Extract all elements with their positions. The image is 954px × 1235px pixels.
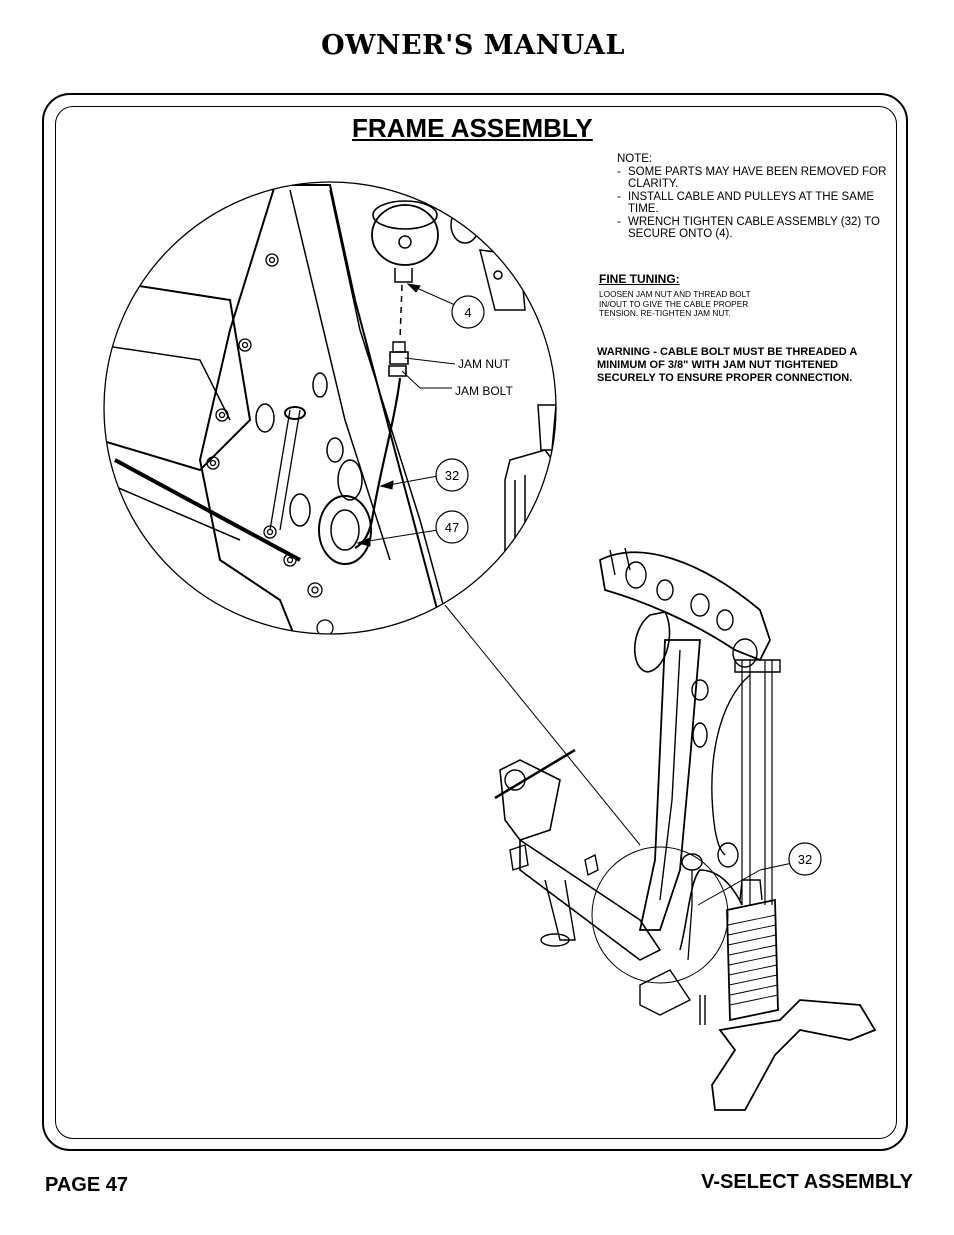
callout-47: 47 (445, 520, 459, 535)
note-block: NOTE: -SOME PARTS MAY HAVE BEEN REMOVED … (617, 153, 887, 241)
callout-32-detail: 32 (445, 468, 459, 483)
note-item: -WRENCH TIGHTEN CABLE ASSEMBLY (32) TO S… (617, 216, 887, 241)
note-heading: NOTE: (617, 153, 653, 165)
outer-border (42, 93, 908, 1151)
detail-source-circle (591, 846, 729, 984)
callout-bubbles (435, 295, 822, 876)
note-item: -SOME PARTS MAY HAVE BEEN REMOVED FOR CL… (617, 165, 887, 191)
note-item-text: SOME PARTS MAY HAVE BEEN REMOVED FOR CLA… (628, 165, 887, 191)
callout-32-main: 32 (798, 852, 812, 867)
note-item-text: WRENCH TIGHTEN CABLE ASSEMBLY (32) TO SE… (628, 215, 881, 241)
label-jam-nut: JAM NUT (458, 357, 511, 371)
page-header-title: OWNER'S MANUAL (321, 30, 625, 61)
detail-circle (103, 181, 557, 635)
fine-tuning-title: FINE TUNING: (599, 272, 680, 286)
bolt-group (206, 253, 334, 634)
section-title: FRAME ASSEMBLY (352, 113, 593, 143)
note-item: -INSTALL CABLE AND PULLEYS AT THE SAME T… (617, 191, 887, 216)
warning-text: WARNING - CABLE BOLT MUST BE THREADED A … (597, 346, 857, 384)
label-jam-bolt: JAM BOLT (455, 384, 513, 398)
inner-border (55, 106, 897, 1139)
leader-lines (356, 283, 798, 906)
machine-illustration (494, 547, 877, 1111)
callout-4: 4 (464, 305, 471, 320)
page-number: PAGE 47 (45, 1174, 128, 1196)
footer-section: V-SELECT ASSEMBLY (701, 1171, 913, 1193)
fine-tuning-text: LOOSEN JAM NUT AND THREAD BOLT IN/OUT TO… (599, 289, 751, 318)
detail-view (104, 184, 556, 634)
note-item-text: INSTALL CABLE AND PULLEYS AT THE SAME TI… (628, 190, 875, 216)
